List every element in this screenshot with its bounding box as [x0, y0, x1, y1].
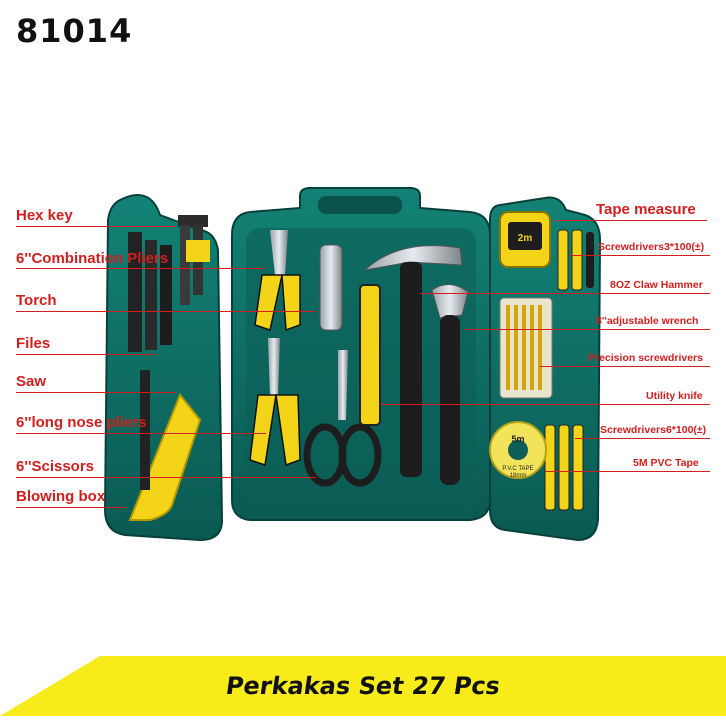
label-scissors: 6''Scissors [16, 458, 95, 475]
tape-measure-text: 2m [518, 233, 533, 244]
utility-knife [359, 284, 381, 426]
leader-line [16, 268, 266, 269]
label-precision-screwdrivers: Precision screwdrivers [588, 352, 703, 364]
leader-line [16, 354, 156, 355]
leader-line [16, 477, 316, 478]
leader-line [420, 293, 710, 294]
precision-screwdrivers [499, 297, 553, 399]
leader-line [16, 433, 266, 434]
leader-line [545, 471, 710, 472]
label-long-nose-pliers: 6''long nose pliers [16, 414, 147, 431]
pvc-tape-brand: P.V.C TAPE [502, 466, 533, 472]
product-code: 81014 [16, 12, 133, 50]
leader-line [570, 255, 710, 256]
leader-line [540, 366, 710, 367]
label-hex-key: Hex key [16, 207, 73, 224]
label-torch: Torch [16, 292, 57, 309]
scissors [303, 350, 382, 487]
pvc-tape-size: 5m [511, 434, 524, 444]
leader-line [575, 438, 710, 439]
leader-line [16, 226, 176, 227]
files [128, 232, 172, 352]
combination-pliers [254, 230, 301, 332]
label-utility-knife: Utility knife [646, 390, 703, 402]
label-blowing-box: Blowing box [16, 488, 106, 505]
leader-line [380, 404, 710, 405]
tape-measure: 2m [499, 211, 551, 268]
hex-key-set [178, 215, 210, 305]
label-adjustable-wrench: 8''adjustable wrench [596, 315, 699, 327]
label-pvc-tape: 5M PVC Tape [633, 457, 699, 469]
leader-line [16, 507, 126, 508]
label-files: Files [16, 335, 51, 352]
label-tape-measure: Tape measure [596, 201, 696, 218]
label-claw-hammer: 8OZ Claw Hammer [610, 279, 703, 291]
pvc-tape: 5m P.V.C TAPE 18mm [489, 421, 547, 479]
leader-line [16, 311, 316, 312]
screwdrivers-bottom [544, 424, 584, 511]
label-saw: Saw [16, 373, 47, 390]
torch [319, 244, 343, 331]
label-screwdrivers-3x100: Screwdrivers3*100(±) [598, 241, 705, 253]
banner-title: Perkakas Set 27 Pcs [224, 672, 502, 700]
banner-background [0, 656, 726, 716]
leader-line [16, 392, 176, 393]
label-combination-pliers: 6''Combination Pliers [16, 250, 169, 267]
long-nose-pliers [249, 338, 301, 467]
screwdrivers-top [557, 229, 594, 291]
leader-line [465, 329, 710, 330]
case-handle-hole [318, 196, 402, 214]
adjustable-wrench [431, 284, 469, 485]
label-screwdrivers-6x100: Screwdrivers6*100(±) [600, 424, 707, 436]
claw-hammer [363, 245, 463, 477]
leader-line [555, 220, 707, 221]
pvc-tape-width: 18mm [510, 473, 527, 479]
